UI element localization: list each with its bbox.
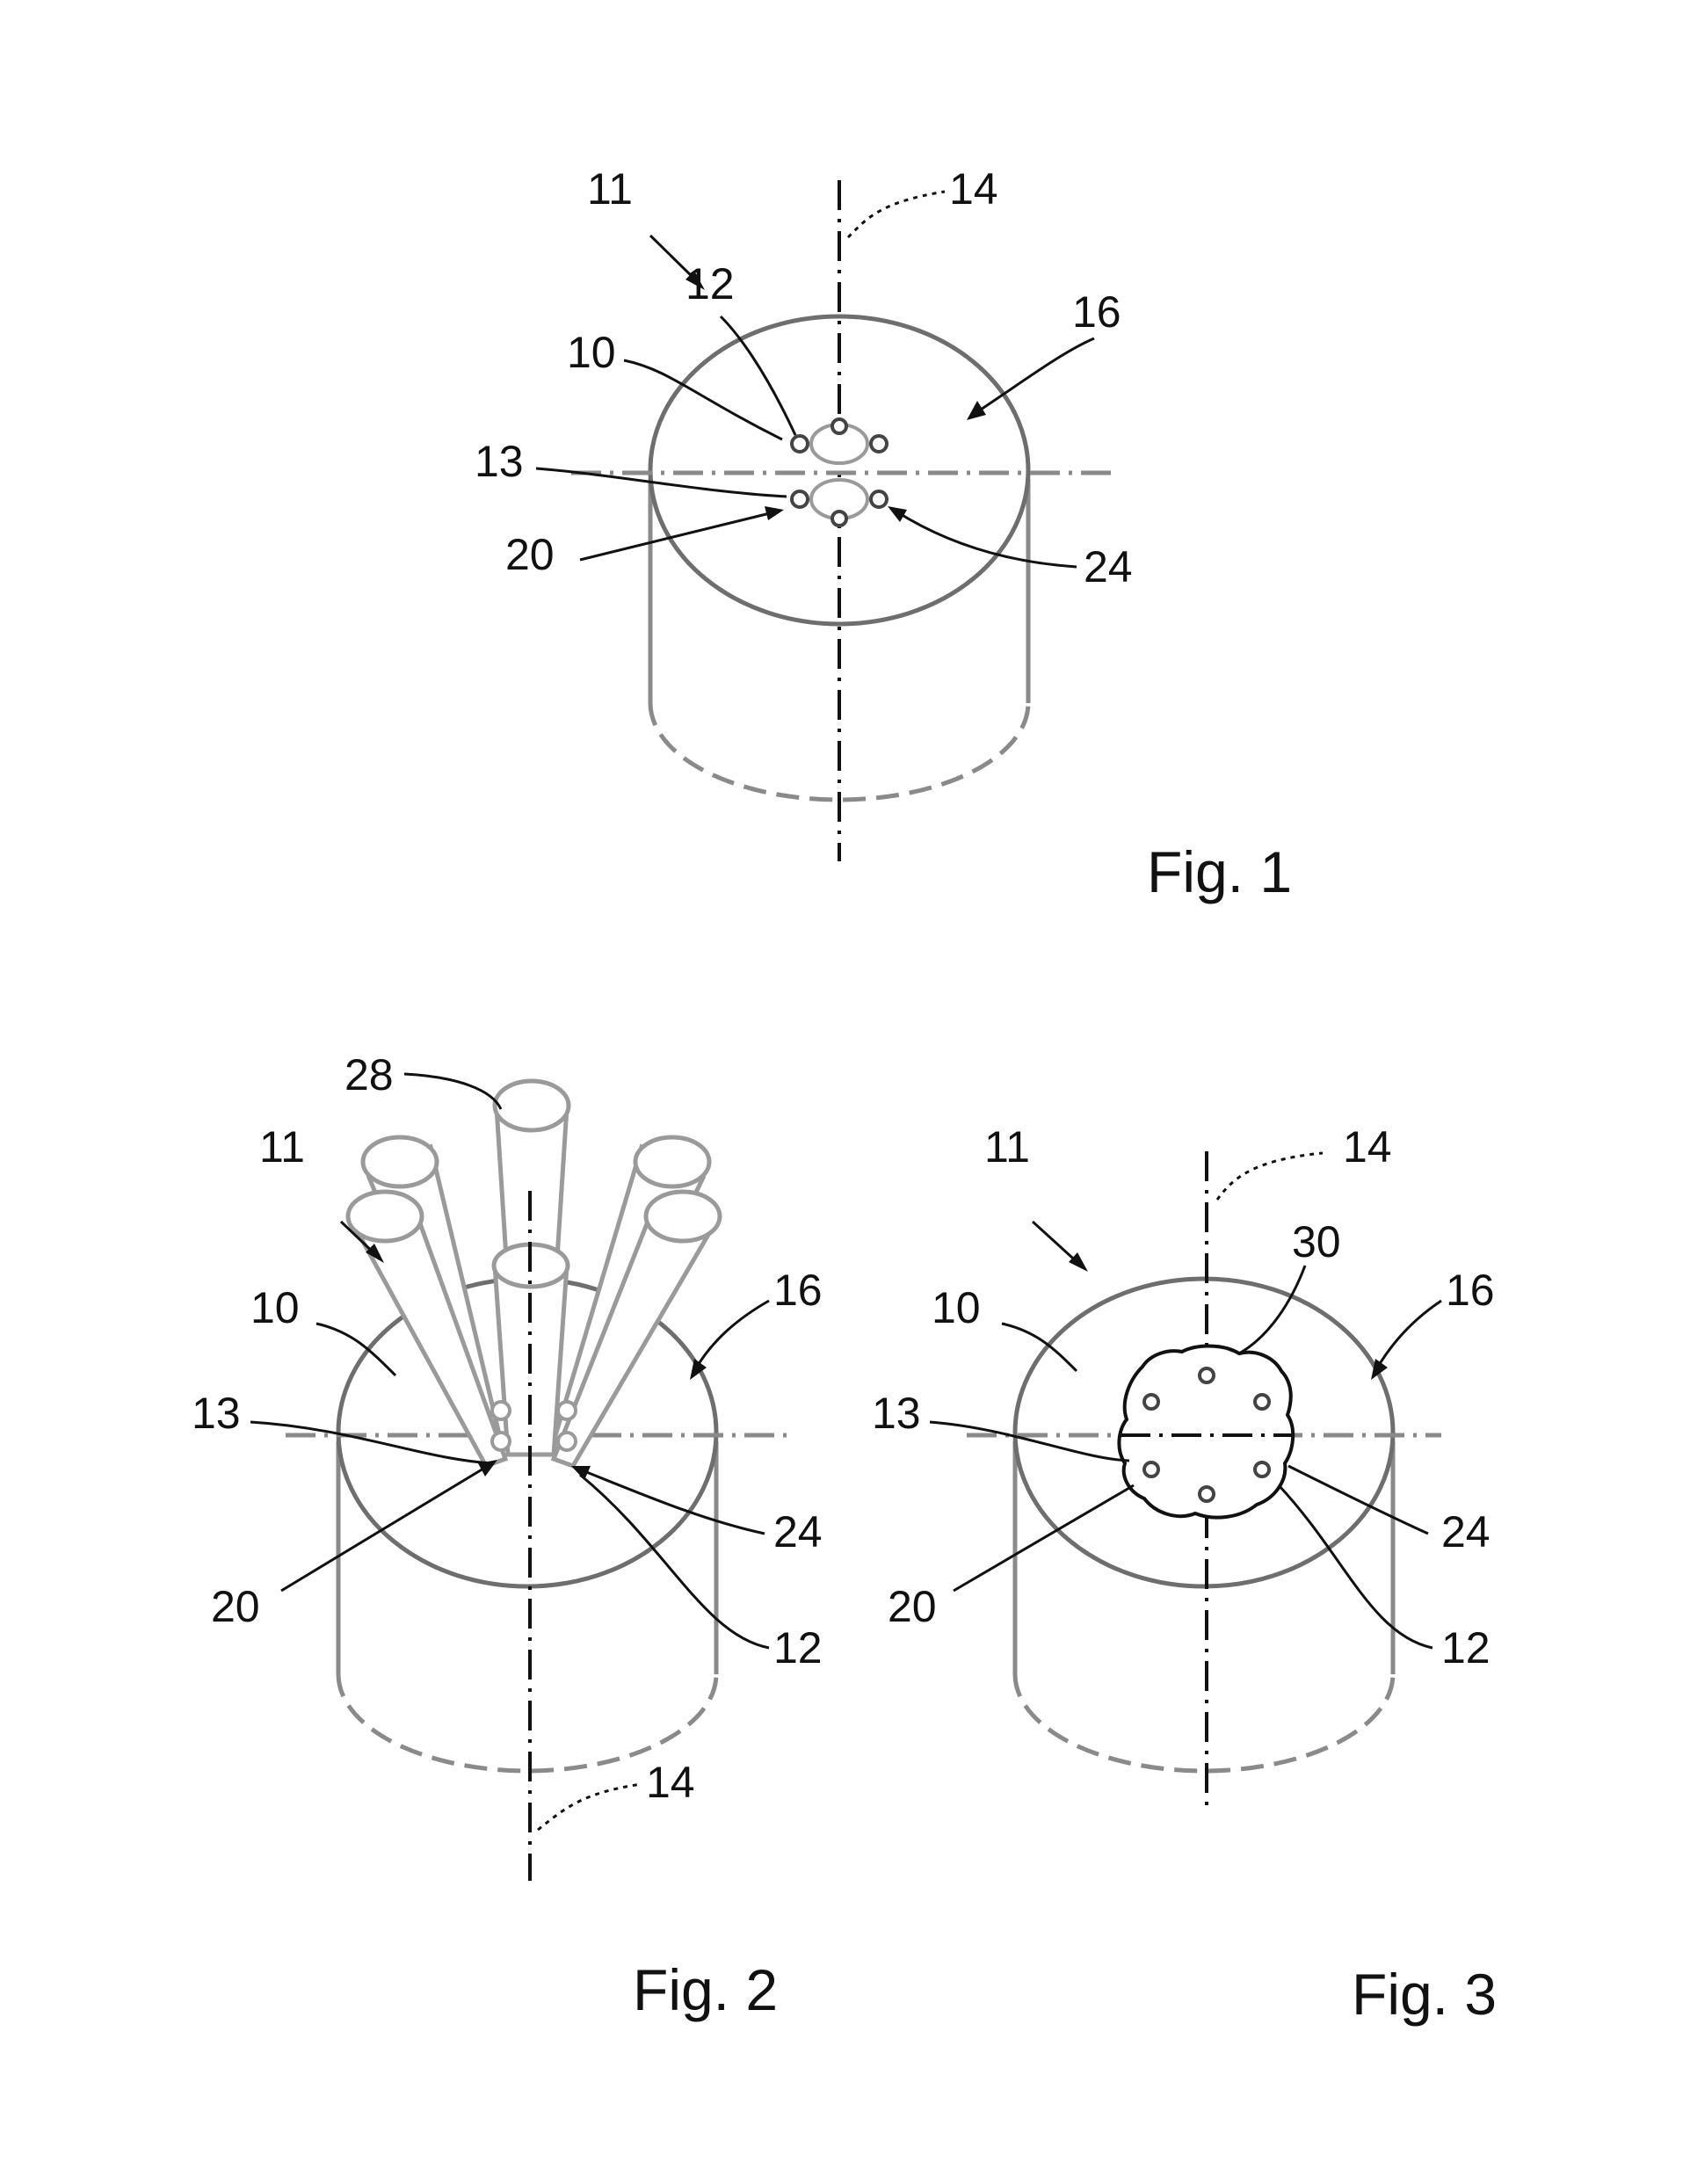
fig3-label-13: 13 — [872, 1389, 921, 1438]
fig3-label-11: 11 — [984, 1122, 1030, 1172]
fig1-label-24: 24 — [1084, 542, 1133, 591]
fig3-hole — [1255, 1395, 1269, 1409]
fig2-caption: Fig. 2 — [633, 1957, 778, 2022]
fig2-label-10: 10 — [250, 1283, 300, 1332]
fig3-label-30: 30 — [1292, 1217, 1341, 1266]
fig1-hole — [871, 491, 887, 507]
fig1-label-14: 14 — [949, 164, 998, 214]
fig1-label-11: 11 — [587, 164, 633, 214]
fig1-hole — [792, 491, 808, 507]
fig2-label-11: 11 — [259, 1122, 305, 1172]
fig3-label-16: 16 — [1446, 1266, 1495, 1315]
fig3-label-10: 10 — [932, 1283, 981, 1332]
fig1-label-12: 12 — [685, 259, 735, 308]
fig3-label-20: 20 — [888, 1582, 937, 1631]
figure-3: 11 14 30 10 16 13 24 20 12 Fig. 3 — [872, 1122, 1497, 2027]
fig2-label-14: 14 — [646, 1758, 695, 1807]
fig3-hole — [1200, 1487, 1214, 1501]
fig1-caption: Fig. 1 — [1147, 839, 1292, 904]
figure-2: 28 11 10 16 13 24 20 12 14 Fig. 2 — [192, 1050, 823, 2022]
fig1-hole — [792, 436, 808, 452]
fig3-hole — [1144, 1395, 1158, 1409]
fig1-label-13: 13 — [475, 437, 524, 486]
fig2-label-24: 24 — [773, 1507, 823, 1556]
fig1-hole — [832, 419, 846, 433]
fig3-hole — [1255, 1462, 1269, 1477]
fig3-label-14: 14 — [1343, 1122, 1392, 1172]
fig1-hole — [871, 436, 887, 452]
fig1-label-10: 10 — [567, 328, 616, 377]
fig2-fibers — [348, 1081, 720, 1466]
fig2-label-12: 12 — [773, 1623, 823, 1672]
fig1-hole — [832, 512, 846, 526]
fig2-label-20: 20 — [211, 1582, 260, 1631]
fig2-label-28: 28 — [345, 1050, 394, 1099]
fig3-hole — [1200, 1368, 1214, 1382]
fig2-label-13: 13 — [192, 1389, 241, 1438]
fig3-label-24: 24 — [1441, 1507, 1491, 1556]
fig1-label-20: 20 — [505, 530, 555, 579]
fig3-caption: Fig. 3 — [1352, 1962, 1497, 2027]
fig3-label-12: 12 — [1441, 1623, 1491, 1672]
fig3-hole — [1144, 1462, 1158, 1477]
figure-1: 11 14 12 16 10 13 20 24 Fig. 1 — [475, 164, 1292, 904]
fig1-label-16: 16 — [1072, 287, 1121, 337]
fig2-label-16: 16 — [773, 1266, 823, 1315]
